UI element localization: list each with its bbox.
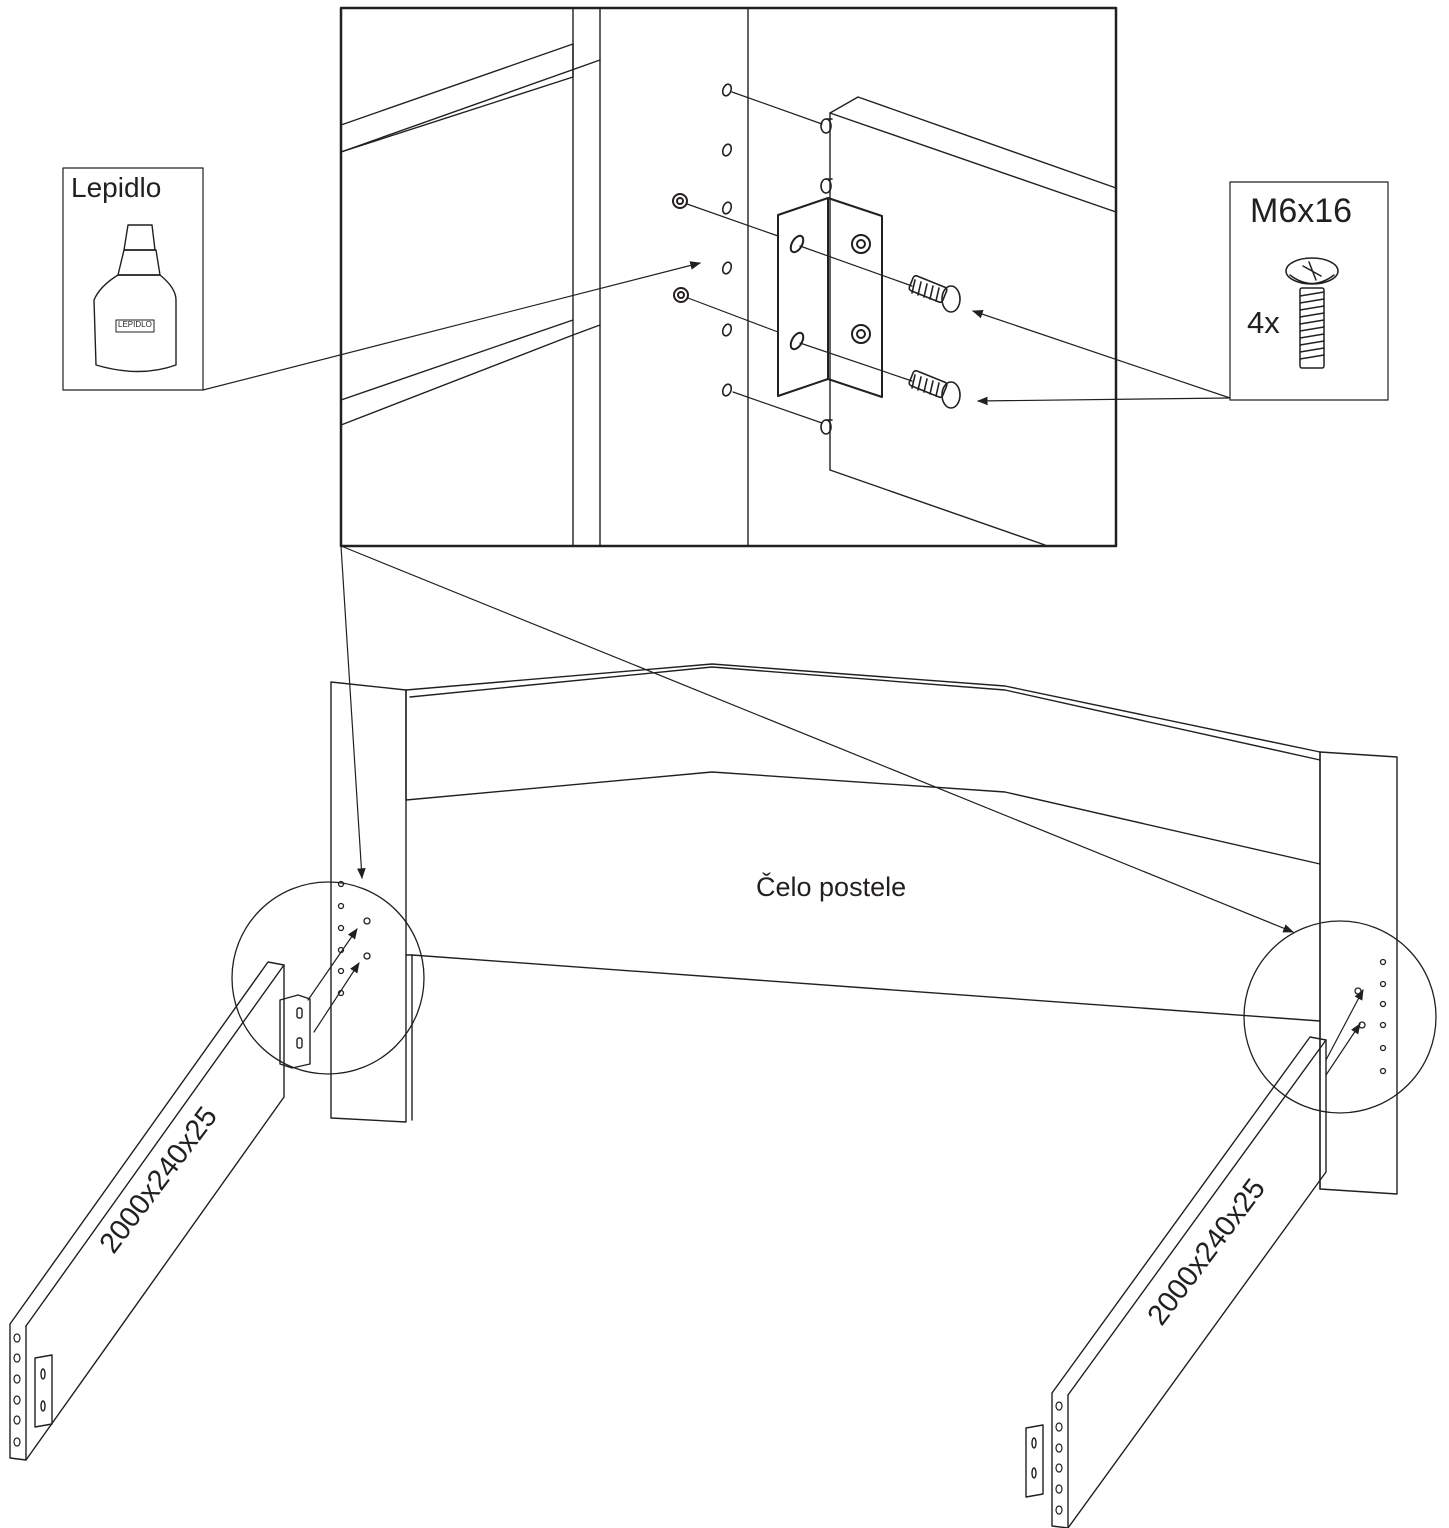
screw-callout [971, 181, 1389, 406]
glue-bottle-icon [93, 224, 177, 373]
detail-insertion-lines [686, 91, 913, 424]
detail-headboard-panel [340, 7, 601, 546]
glue-callout [62, 167, 702, 391]
detail-bed-leg [721, 7, 749, 546]
screw-upper [908, 274, 961, 313]
headboard-top-panel [405, 663, 1321, 865]
headboard-leg-left [330, 681, 413, 1123]
rail-left-end-holes [13, 1333, 21, 1447]
detail-frame [339, 6, 1118, 548]
headboard-leg-right [1319, 751, 1398, 1195]
detail-panel [339, 6, 1118, 548]
side-rail-right [1025, 989, 1364, 1528]
rail-left-bracket-back [279, 994, 311, 1069]
rail-left-bracket-front [34, 1354, 53, 1428]
screw-size-title: M6x16 [1250, 192, 1353, 230]
detail-dowels [820, 118, 833, 435]
glue-title: Lepidlo [71, 172, 162, 203]
detail-leg-holes [721, 83, 733, 397]
headboard-label: Čelo postele [756, 872, 907, 902]
rail-right-end-holes [1055, 1401, 1063, 1515]
leg-left-holes [337, 880, 371, 997]
headboard [330, 663, 1398, 1195]
detail-screws [908, 274, 961, 409]
detail-washers [672, 193, 689, 303]
zoom-leader-lines [340, 545, 1295, 933]
magnifier-circle-left [231, 881, 425, 1075]
leg-right-holes [1354, 958, 1387, 1075]
glue-bottle-label: LEPIDLO [118, 320, 152, 329]
side-rail-left [9, 928, 360, 1461]
screw-quantity: 4x [1247, 305, 1280, 340]
magnifier-circle-right [1243, 920, 1437, 1114]
detail-side-rail [820, 96, 1117, 546]
rail-right-bracket-front [1025, 1424, 1044, 1498]
screw-icon [1285, 257, 1339, 369]
screw-lower [908, 369, 961, 409]
